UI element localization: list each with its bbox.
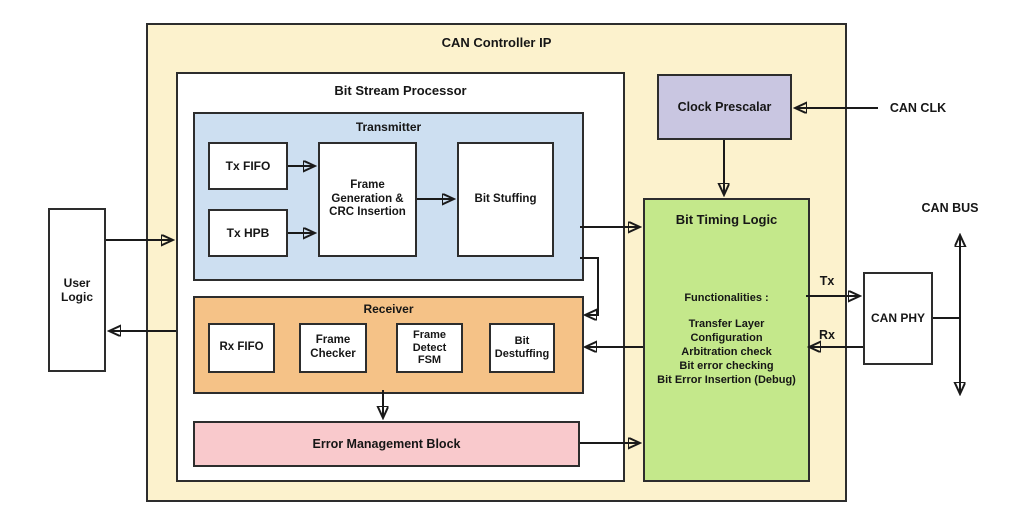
clock-prescalar-block: Clock Prescalar	[657, 74, 792, 140]
functionality-item: Bit error checking	[679, 360, 774, 372]
bit-timing-logic-title: Bit Timing Logic	[675, 212, 778, 227]
bit-destuffing-block: Bit Destuffing	[489, 323, 555, 373]
functionality-item: Arbitration check	[681, 346, 772, 358]
receiver-title: Receiver	[363, 302, 414, 316]
tx-fifo-block: Tx FIFO	[208, 142, 288, 190]
functionalities-heading: Functionalities :	[684, 292, 769, 304]
bit-stuffing-block: Bit Stuffing	[457, 142, 554, 257]
tx-signal-label: Tx	[819, 274, 835, 288]
functionality-item: Transfer Layer	[688, 318, 765, 330]
functionality-item: Configuration	[690, 332, 763, 344]
can-clk-label: CAN CLK	[889, 101, 947, 115]
can-controller-ip-title: CAN Controller IP	[441, 35, 552, 50]
rx-fifo-block: Rx FIFO	[208, 323, 275, 373]
frame-generation-crc-block: Frame Generation & CRC Insertion	[318, 142, 417, 257]
bit-timing-functionalities: Functionalities : Transfer Layer Configu…	[647, 291, 806, 387]
transmitter-title: Transmitter	[355, 120, 422, 134]
user-logic-block: User Logic	[48, 208, 106, 372]
bit-stream-processor-title: Bit Stream Processor	[334, 83, 467, 98]
bit-timing-logic-block: Bit Timing Logic Functionalities : Trans…	[643, 198, 810, 482]
can-phy-block: CAN PHY	[863, 272, 933, 365]
tx-hpb-block: Tx HPB	[208, 209, 288, 257]
functionalities-list: Transfer Layer Configuration Arbitration…	[647, 317, 806, 387]
error-management-block: Error Management Block	[193, 421, 580, 467]
rx-signal-label: Rx	[819, 328, 835, 342]
can-bus-label: CAN BUS	[921, 201, 979, 215]
frame-detect-fsm-block: Frame Detect FSM	[396, 323, 463, 373]
functionality-item: Bit Error Insertion (Debug)	[657, 374, 796, 386]
frame-checker-block: Frame Checker	[299, 323, 367, 373]
